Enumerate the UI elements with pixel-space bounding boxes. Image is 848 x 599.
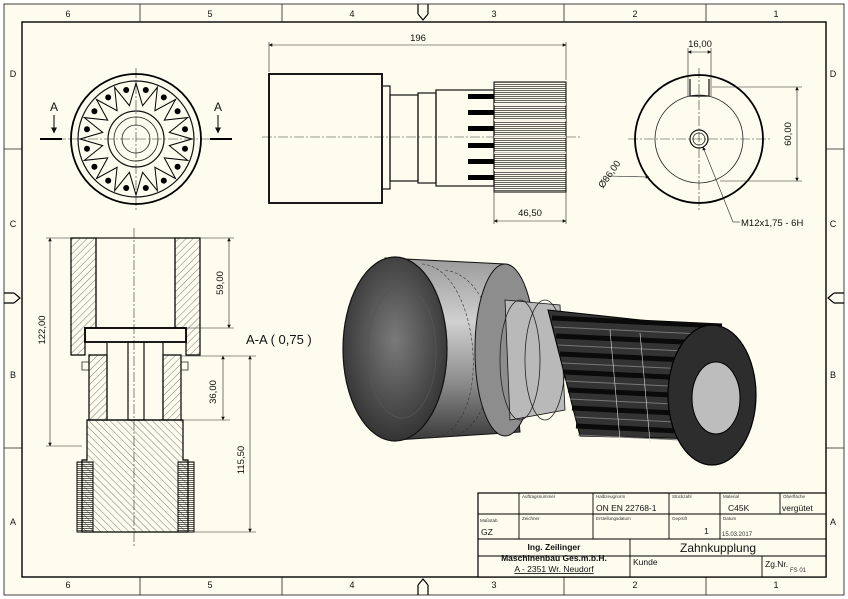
dim-overall-length: 196	[410, 33, 426, 44]
scale-value: GZ	[481, 527, 493, 537]
grid-row-right: B	[830, 370, 836, 380]
grid-col-top: 4	[349, 9, 354, 19]
grid-row-right: C	[830, 219, 837, 229]
label-item-count: Stückzahl	[672, 494, 692, 499]
grid-ticks	[4, 4, 844, 595]
label-drawn-by: Zeichner	[522, 516, 540, 521]
grid-col-top: 1	[773, 9, 778, 19]
label-checked: Geprüft	[672, 516, 688, 521]
treatment-value: vergütet	[782, 503, 813, 513]
label-drawing-no: Zg.Nr.	[765, 559, 788, 569]
gear-tooth-root	[123, 185, 130, 191]
gear-tooth-root	[160, 177, 167, 184]
dim-height-lower: 115,50	[236, 446, 247, 474]
gear-tooth-root	[105, 94, 112, 101]
dim-spline-length: 46,50	[518, 208, 542, 219]
label-date: Erstellungsdatum	[596, 516, 631, 521]
gear-tooth-root	[182, 145, 188, 152]
gear-tooth-root	[160, 94, 167, 101]
dim-height-total: 122,00	[37, 315, 48, 344]
grid-col-top: 5	[207, 9, 212, 19]
grid-row-labels: D C B A D C B A	[10, 69, 837, 527]
gear-tooth-root	[84, 126, 90, 133]
grid-row-left: C	[10, 219, 17, 229]
company-name: Ing. Zeilinger	[528, 542, 582, 552]
grid-col-bottom: 1	[773, 580, 778, 590]
quantity-value: 1	[704, 526, 709, 536]
grid-col-top: 3	[491, 9, 496, 19]
dim-thread: M12x1,75 - 6H	[741, 218, 803, 229]
gear-end-view: A A	[40, 68, 232, 212]
grid-col-top: 2	[632, 9, 637, 19]
gear-tooth-root	[142, 185, 149, 191]
company-address: A - 2351 Wr. Neudorf	[514, 564, 594, 574]
grid-col-bottom: 4	[349, 580, 354, 590]
label-customer: Kunde	[633, 557, 658, 567]
company-type: Maschinenbau Ges.m.b.H.	[501, 553, 607, 563]
gear-tooth-root	[91, 108, 98, 115]
grid-row-left: A	[10, 517, 16, 527]
gear-tooth-root	[91, 163, 98, 170]
grid-row-left: D	[10, 69, 17, 79]
dim-height-bore: 59,00	[215, 271, 226, 295]
drawing-no-value: FS 01	[790, 568, 807, 574]
gear-tooth-root	[105, 177, 112, 184]
title-block: Auftragsnummer Halbzeugnorm Stückzahl Ma…	[477, 492, 827, 578]
label-surface: Oberfläche	[783, 494, 806, 499]
section-title: A-A ( 0,75 )	[246, 332, 312, 347]
dim-height-mid: 36,00	[208, 380, 219, 404]
gear-tooth-root	[174, 163, 181, 170]
gear-teeth	[78, 81, 194, 197]
grid-col-bottom: 2	[632, 580, 637, 590]
grid-col-bottom: 3	[491, 580, 496, 590]
grid-column-labels: 6 5 4 3 2 1 6 5 4 3 2 1	[65, 9, 778, 590]
label-material: Material	[723, 494, 739, 499]
gear-tooth-root	[142, 87, 149, 93]
dim-key-width: 16,00	[688, 39, 712, 50]
centering-marks	[4, 4, 844, 595]
label-scale: Maßstab	[480, 518, 498, 523]
spline-teeth	[468, 81, 567, 193]
gear-tooth-root	[174, 108, 181, 115]
gear-tooth-root	[123, 87, 130, 93]
date-value: 15.03.2017	[722, 532, 753, 538]
section-marker-left: A	[50, 100, 58, 114]
grid-row-right: A	[830, 517, 836, 527]
grid-row-left: B	[10, 370, 16, 380]
isometric-view	[342, 256, 757, 466]
gear-tooth-root	[84, 145, 90, 152]
section-view: 122,00 59,00 36,00 115,50 A-A ( 0,75 )	[37, 228, 312, 548]
label-date-col: Datum	[723, 516, 737, 521]
material-value: C45K	[728, 503, 750, 513]
grid-col-bottom: 6	[65, 580, 70, 590]
label-semi-finished: Halbzeugnorm	[596, 494, 626, 499]
gear-tooth-root	[182, 126, 188, 133]
grid-row-right: D	[830, 69, 837, 79]
iso-tooth	[551, 315, 723, 329]
dim-bore-depth: 60,00	[783, 122, 794, 146]
section-marker-right: A	[214, 100, 222, 114]
grid-col-bottom: 5	[207, 580, 212, 590]
drawing-title: Zahnkupplung	[680, 541, 756, 555]
label-order-no: Auftragsnummer	[522, 494, 556, 499]
front-view: 196 46,50	[262, 33, 580, 224]
gear-tooth-profile	[78, 81, 194, 197]
standard-value: ON EN 22768-1	[596, 503, 657, 513]
grid-col-top: 6	[65, 9, 70, 19]
bore-end-view: 16,00 60,00 Ø86,00 M12x1,75 - 6H	[597, 39, 804, 229]
